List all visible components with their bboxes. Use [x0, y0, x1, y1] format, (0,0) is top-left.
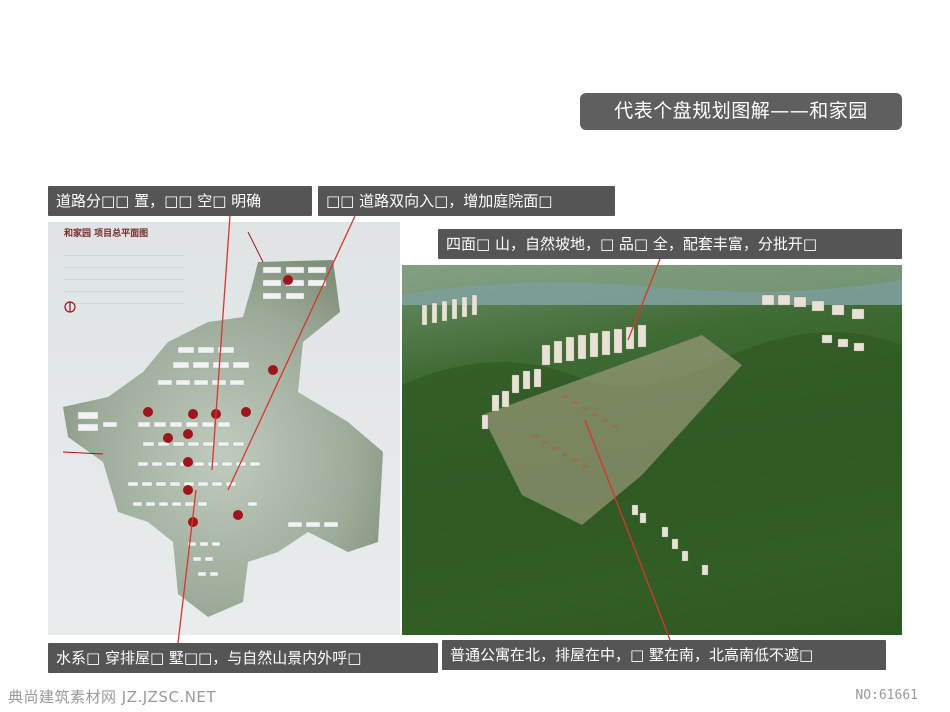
plan-stats-block: [64, 244, 184, 304]
slide-title: 代表个盘规划图解——和家园: [580, 93, 902, 130]
caption-road-entry: □□ 道路双向入□，增加庭院面□: [318, 186, 615, 216]
footer-number: NO:61661: [855, 688, 918, 703]
caption-road-layout: 道路分□□ 置，□□ 空□ 明确: [48, 186, 312, 216]
caption-hills: 四面□ 山，自然坡地，□ 品□ 全，配套丰富，分批开□: [438, 229, 902, 259]
footer-watermark: 典尚建筑素材网 JZ.JZSC.NET: [8, 688, 217, 706]
aerial-scene: [402, 265, 902, 635]
master-plan-heading: 和家园 项目总平面图: [64, 229, 149, 239]
caption-water: 水系□ 穿排屋□ 墅□□，与自然山景内外呼□: [48, 643, 438, 673]
aerial-rendering-image: [402, 265, 902, 635]
caption-zoning: 普通公寓在北，排屋在中，□ 墅在南，北高南低不遮□: [442, 640, 886, 670]
master-plan-image: 和家园 项目总平面图: [48, 222, 400, 635]
